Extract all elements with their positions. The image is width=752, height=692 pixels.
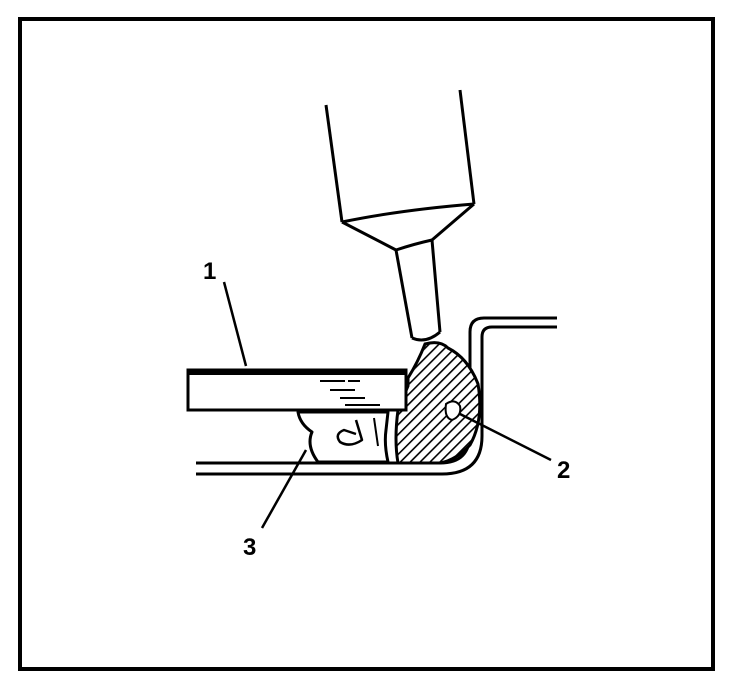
sealant-applicator <box>324 89 476 342</box>
leader-lines <box>222 281 552 529</box>
leader-1 <box>222 281 248 367</box>
leader-2 <box>459 412 552 462</box>
callout-1: 1 <box>203 258 216 285</box>
glass-shading <box>320 380 380 406</box>
figure-border <box>18 17 715 671</box>
spacer-block <box>296 410 390 464</box>
callout-3: 3 <box>243 534 256 561</box>
leader-3 <box>260 449 308 529</box>
urethane-bead <box>394 341 482 465</box>
bead-void <box>444 400 462 422</box>
callout-2: 2 <box>557 457 570 484</box>
window-glass <box>186 368 408 412</box>
